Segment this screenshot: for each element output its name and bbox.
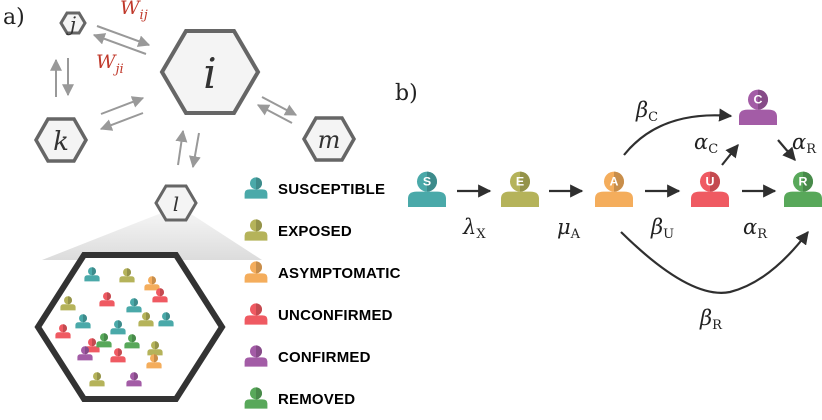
arrow-u-c (721, 143, 739, 166)
legend-label-susceptible: SUSCEPTIBLE (278, 181, 385, 198)
rate-beta-u: βU (650, 215, 674, 242)
population-person (119, 268, 135, 283)
node-j-label: j (66, 12, 76, 36)
compartment-u-letter: U (706, 175, 715, 189)
legend-label-unconfirmed: UNCONFIRMED (278, 307, 393, 324)
legend-icon-exposed (244, 219, 268, 241)
legend-icon-susceptible (244, 177, 268, 199)
population-person (158, 312, 174, 327)
population-person (110, 348, 126, 363)
compartment-s: S (408, 171, 446, 207)
node-l-label: l (173, 192, 179, 216)
weight-wji: Wji (96, 51, 124, 77)
population-person (96, 333, 112, 348)
rate-alpha-r-top: αR (792, 130, 817, 157)
population-person (152, 288, 168, 303)
weight-wij: Wij (120, 0, 148, 23)
arrow-a-r (620, 230, 809, 294)
legend-label-exposed: EXPOSED (278, 223, 352, 240)
panel-b-label: b) (395, 81, 418, 106)
node-k-label: k (53, 127, 69, 157)
rate-mu-a: μA (557, 215, 581, 242)
compartment-r-letter: R (799, 175, 808, 189)
node-i-label: i (203, 49, 216, 98)
population-person (110, 320, 126, 335)
compartment-e: E (501, 171, 539, 207)
arrow-a-c (623, 108, 733, 156)
population-person (126, 372, 142, 387)
rate-alpha-r-bottom: αR (743, 215, 768, 242)
node-l: l (154, 184, 198, 222)
rate-lambda-x: λX (462, 215, 486, 242)
compartment-c: C (739, 89, 777, 125)
legend-label-confirmed: CONFIRMED (278, 349, 371, 366)
compartment-s-letter: S (423, 175, 431, 189)
rate-labels: λX μA βU αR βC αC αR βR (462, 98, 817, 333)
legend: SUSCEPTIBLE EXPOSED ASYMPTOMATIC UNCONFI… (244, 177, 401, 409)
legend-label-removed: REMOVED (278, 391, 355, 408)
population-person (147, 341, 163, 356)
compartment-r: R (784, 171, 822, 207)
rate-beta-c: βC (635, 98, 658, 125)
compartment-c-letter: C (754, 93, 763, 107)
population-person (84, 267, 100, 282)
node-m-label: m (318, 126, 341, 154)
arrow-c-r (777, 139, 796, 162)
population-person (146, 354, 162, 369)
rate-beta-r: βR (699, 306, 723, 333)
legend-icon-confirmed (244, 345, 268, 367)
population-person (60, 296, 76, 311)
flow-arrows (457, 108, 809, 294)
network-arrows (50, 25, 298, 169)
population-people (55, 267, 174, 387)
panel-a-label: a) (3, 5, 25, 30)
legend-icon-unconfirmed (244, 303, 268, 325)
compartment-u: U (691, 171, 729, 207)
compartment-a-letter: A (610, 175, 619, 189)
legend-icon-asymptomatic (244, 261, 268, 283)
population-person (84, 338, 100, 353)
population-person (126, 298, 142, 313)
population-person (89, 372, 105, 387)
population-person (55, 324, 71, 339)
node-j: j (59, 11, 87, 36)
population-person (75, 314, 91, 329)
rate-alpha-c: αC (694, 130, 718, 157)
legend-icon-removed (244, 387, 268, 409)
compartment-e-letter: E (516, 175, 524, 189)
zoom-cone (42, 212, 262, 260)
node-m: m (301, 116, 357, 162)
population-hexagon (34, 252, 226, 402)
node-i: i (159, 29, 261, 115)
population-person (138, 312, 154, 327)
population-person (144, 276, 160, 291)
panel-a: a) j i k m l (3, 0, 401, 409)
population-person (124, 334, 140, 349)
population-person (99, 292, 115, 307)
node-k: k (33, 117, 89, 163)
population-person (77, 346, 93, 361)
compartment-a: A (595, 171, 633, 207)
panel-b: b) S E A U C R λX μA βU αR βC αC αR βR (395, 81, 822, 333)
legend-label-asymptomatic: ASYMPTOMATIC (278, 265, 401, 282)
